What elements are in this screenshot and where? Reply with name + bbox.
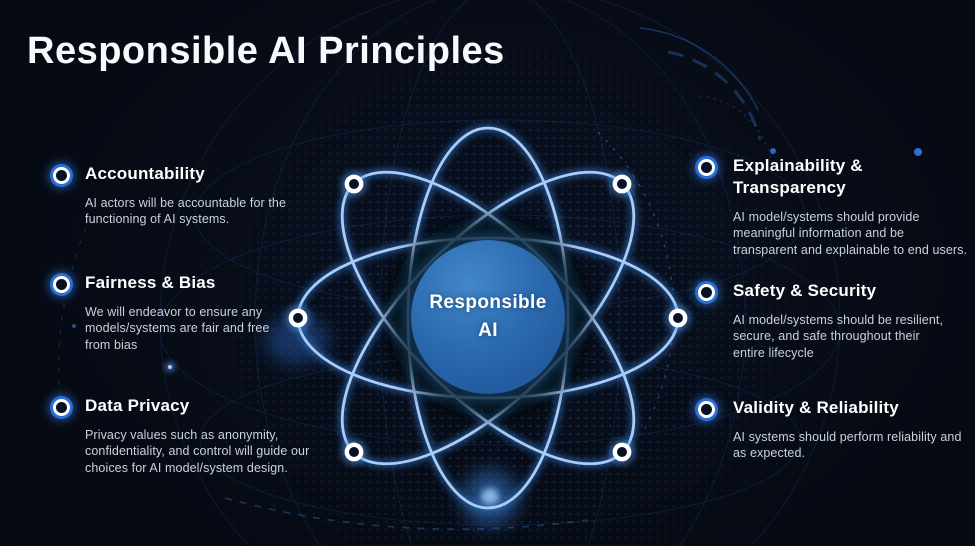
- atom-nodes: [285, 171, 691, 465]
- atom-node-icon: [344, 174, 364, 194]
- core-circle: [411, 240, 565, 394]
- ring-node-icon: [53, 399, 70, 416]
- page-title: Responsible AI Principles: [27, 30, 505, 72]
- center-label: Responsible AI: [411, 240, 565, 394]
- principle-heading: Safety & Security: [733, 281, 877, 300]
- principle-accountability: Accountability AI actors will be account…: [50, 163, 297, 228]
- ring-node-icon: [698, 401, 715, 418]
- principle-description: Privacy values such as anonymity, confid…: [85, 428, 310, 475]
- center-label-line1: Responsible: [429, 292, 547, 314]
- principle-heading: Explainability & Transparency: [733, 156, 863, 198]
- principle-explainability-transparency: Explainability & Transparency AI model/s…: [695, 155, 971, 258]
- atom-node-icon: [668, 308, 688, 328]
- principle-description: AI model/systems should provide meaningf…: [733, 210, 968, 257]
- atom-node-icon: [344, 442, 364, 462]
- principle-fairness-bias: Fairness & Bias We will endeavor to ensu…: [50, 272, 297, 353]
- principle-data-privacy: Data Privacy Privacy values such as anon…: [50, 395, 311, 476]
- ring-node-icon: [698, 284, 715, 301]
- atom-node-icon: [612, 174, 632, 194]
- ring-node-icon: [53, 276, 70, 293]
- principle-heading: Validity & Reliability: [733, 398, 899, 417]
- ring-node-icon: [53, 167, 70, 184]
- principle-description: AI actors will be accountable for the fu…: [85, 196, 287, 227]
- atom-node-icon: [288, 308, 308, 328]
- principle-heading: Accountability: [85, 164, 205, 183]
- principle-safety-security: Safety & Security AI model/systems shoul…: [695, 280, 945, 361]
- ring-node-icon: [698, 159, 715, 176]
- principle-heading: Data Privacy: [85, 396, 190, 415]
- principle-heading: Fairness & Bias: [85, 273, 216, 292]
- atom-node-icon: [612, 442, 632, 462]
- principle-description: AI systems should perform reliability an…: [733, 430, 962, 461]
- principle-validity-reliability: Validity & Reliability AI systems should…: [695, 397, 973, 462]
- principle-description: We will endeavor to ensure any models/sy…: [85, 305, 270, 352]
- dashed-arc-decor: [58, 27, 773, 530]
- principle-description: AI model/systems should be resilient, se…: [733, 313, 944, 360]
- center-label-line2: AI: [478, 320, 498, 341]
